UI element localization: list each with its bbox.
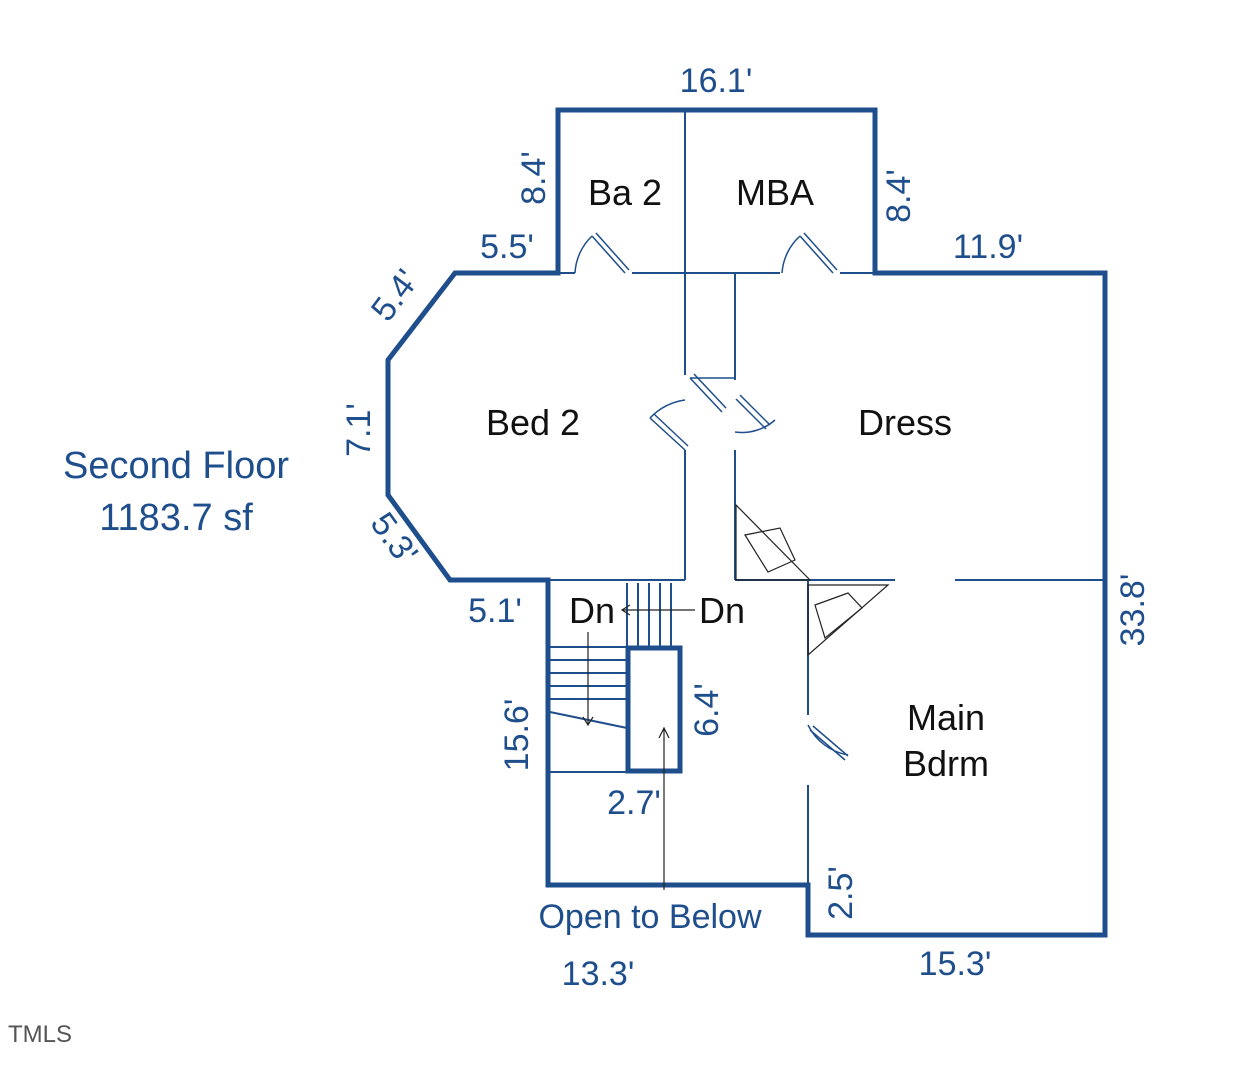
stairs-down-label-left: Dn [569,590,615,631]
stair-landing-box [625,645,683,774]
dim-bottom-step: 2.5' [822,866,860,920]
room-label-main-bdrm-line1: Main [907,697,985,738]
room-label-dress: Dress [858,402,952,443]
dim-ledge-left: 5.5' [480,228,534,266]
dim-bay-lower: 5.3' [363,506,425,572]
dim-bottom-left: 13.3' [562,955,635,993]
room-label-main-bdrm-line2: Bdrm [903,743,989,784]
watermark: TMLS [8,1021,72,1048]
dim-right-ledge: 11.9' [953,228,1023,266]
dim-bottom-right: 15.3' [919,945,992,983]
floor-area: 1183.7 sf [99,497,253,539]
room-label-bed-2: Bed 2 [486,402,580,443]
dim-top: 16.1' [680,62,753,100]
stairs-down-label-right: Dn [699,590,745,631]
dim-stair-box-width: 2.7' [607,784,661,822]
closet-fixtures [735,503,890,657]
stairs [549,583,683,774]
dim-stair-box-height: 6.4' [688,683,726,737]
dim-stair-side: 15.6' [498,699,536,772]
stair-arrows [582,604,695,890]
dim-bath-right: 8.4' [880,169,918,223]
dim-right-side: 33.8' [1114,574,1152,647]
room-label-mba: MBA [736,172,814,213]
floor-title: Second Floor [63,445,289,487]
open-to-below-label: Open to Below [538,898,761,936]
dim-bath-left: 8.4' [515,151,553,205]
doors [574,232,849,761]
room-label-bath-2: Ba 2 [588,172,662,213]
dim-bay-mid: 7.1' [340,403,378,457]
dim-stair-ledge: 5.1' [468,592,522,630]
